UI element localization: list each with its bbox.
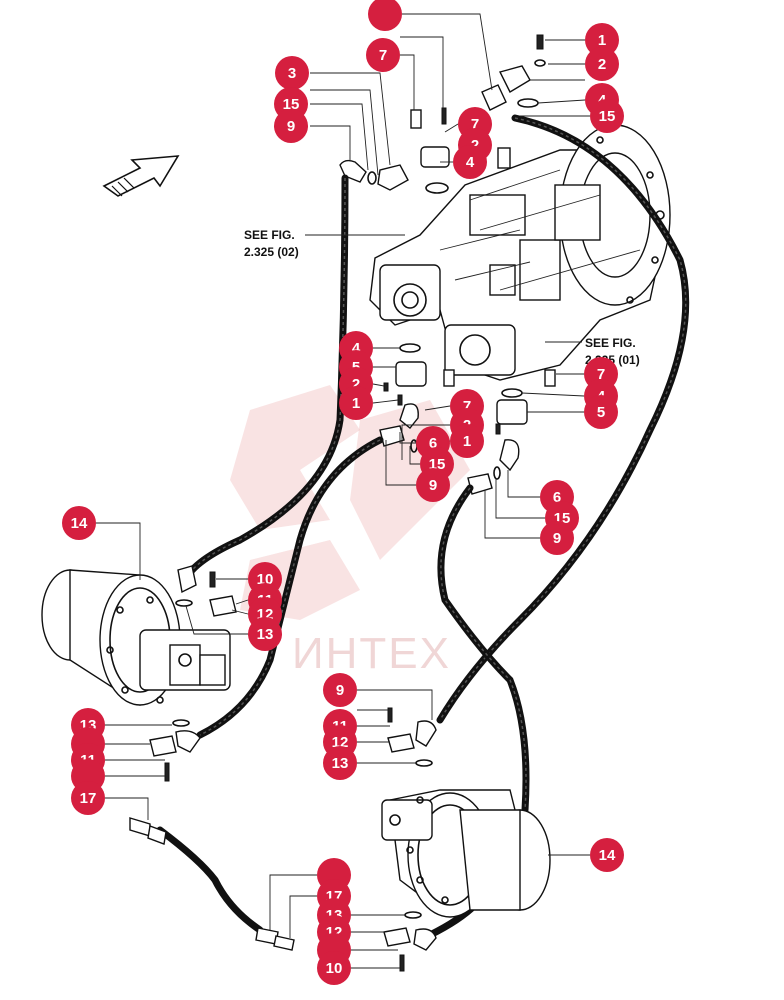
callout-layer: 7315912415724452172161597456159141011121… (62, 0, 624, 985)
callout-number: 4 (466, 154, 475, 171)
hose-e (156, 826, 264, 934)
callout-14-43: 14 (590, 838, 624, 872)
callout-number: 13 (257, 626, 274, 643)
callout-1-6: 1 (585, 23, 619, 57)
callout-number: 1 (598, 32, 606, 49)
hose-d (437, 484, 530, 814)
callout-17-42: 17 (71, 781, 105, 815)
callout-badge (590, 99, 624, 133)
callout-badge (416, 468, 450, 502)
callout-number: 1 (463, 433, 471, 450)
callout-number: 5 (597, 404, 605, 421)
callout-13-37: 13 (323, 746, 357, 780)
callout-badge (275, 56, 309, 90)
callout-number: 2 (598, 56, 606, 73)
straight-fittings (129, 817, 295, 951)
callout-5-25: 5 (584, 395, 618, 429)
note-see-fig-upper-left: SEE FIG. 2.325 (02) (244, 228, 405, 259)
callout-badge (450, 424, 484, 458)
callout-badge (366, 38, 400, 72)
callout-9-34: 9 (323, 673, 357, 707)
callout-badge (323, 746, 357, 780)
callout-badge (585, 23, 619, 57)
callout-number: 6 (553, 489, 561, 506)
callout-number: 14 (599, 847, 616, 864)
callout-13-33: 13 (248, 617, 282, 651)
watermark-text: ИНТЕХ (292, 629, 451, 678)
callout-badge (453, 145, 487, 179)
callout-badge (584, 395, 618, 429)
callout-number: 6 (429, 435, 437, 452)
callout-number: 1 (352, 395, 360, 412)
leader-lines (96, 13, 590, 969)
callout-number: 15 (599, 108, 616, 125)
note-line-1: SEE FIG. (244, 228, 295, 242)
callout-number: 14 (71, 515, 88, 532)
callout-15-9: 15 (590, 99, 624, 133)
callout-9-28: 9 (540, 521, 574, 555)
note-line-2: 2.325 (02) (244, 245, 299, 259)
callout-badge (274, 109, 308, 143)
callout-14-29: 14 (62, 506, 96, 540)
callout-badge (71, 781, 105, 815)
callout-1-19: 1 (450, 424, 484, 458)
callout-number: 4 (352, 340, 361, 357)
callout-number: 7 (471, 116, 479, 133)
callout-number: 7 (379, 47, 387, 64)
callout-badge (323, 673, 357, 707)
callout-number: 3 (288, 65, 296, 82)
callout-4-12: 4 (453, 145, 487, 179)
callout-number: 15 (283, 96, 300, 113)
callout-10-49: 10 (317, 951, 351, 985)
callout-9-22: 9 (416, 468, 450, 502)
callout-badge (585, 47, 619, 81)
callout-number: 10 (326, 960, 343, 977)
callout-badge (317, 951, 351, 985)
callout-badge (339, 386, 373, 420)
callout-9-5: 9 (274, 109, 308, 143)
callout-number: 9 (336, 682, 344, 699)
callout-number: 9 (553, 530, 561, 547)
callout-badge (368, 0, 402, 31)
hoses (156, 114, 690, 939)
left-travel-motor (41, 565, 237, 782)
callout-number: 7 (597, 366, 605, 383)
direction-arrow-icon (102, 155, 180, 197)
callout-hidden-1 (368, 0, 402, 31)
callout-number: 2 (352, 376, 360, 393)
note-line-1: SEE FIG. (585, 336, 636, 350)
callout-number: 2 (471, 137, 479, 154)
callout-badge (248, 617, 282, 651)
callout-number: 13 (332, 755, 349, 772)
callout-badge (62, 506, 96, 540)
callout-number: 7 (463, 398, 471, 415)
right-travel-motor (381, 707, 551, 972)
mid-fittings (379, 343, 556, 495)
callout-2-7: 2 (585, 47, 619, 81)
callout-badge (540, 521, 574, 555)
callout-number: 9 (287, 118, 295, 135)
callout-number: 17 (80, 790, 97, 807)
callout-7-2: 7 (366, 38, 400, 72)
callout-1-16: 1 (339, 386, 373, 420)
callout-badge (590, 838, 624, 872)
callout-3-3: 3 (275, 56, 309, 90)
callout-number: 9 (429, 477, 437, 494)
